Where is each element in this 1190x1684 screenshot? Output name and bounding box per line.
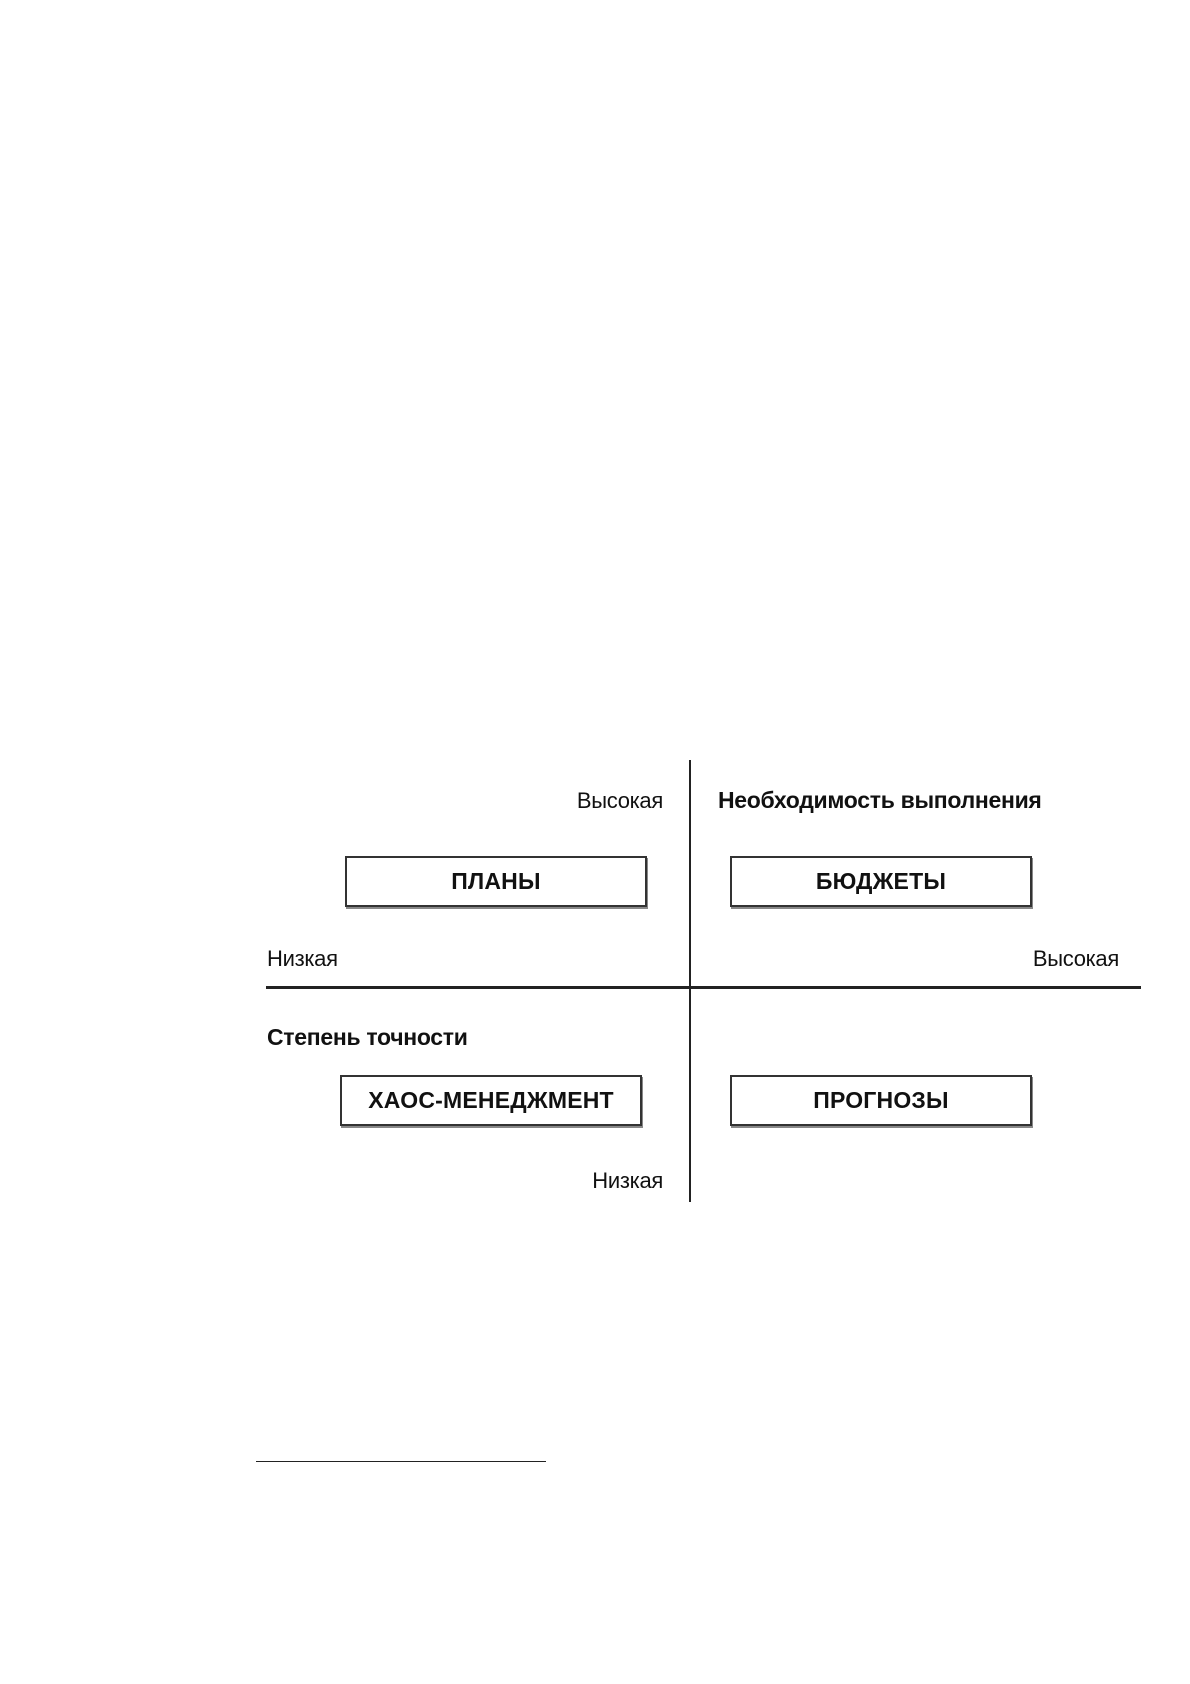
vertical-axis-line	[689, 760, 691, 1202]
vertical-axis-title: Необходимость выполнения	[718, 787, 1042, 813]
horizontal-axis-title: Степень точности	[267, 1024, 468, 1050]
horizontal-axis-high-label: Высокая	[1033, 946, 1119, 972]
quadrant-budgets-box: БЮДЖЕТЫ	[730, 856, 1032, 907]
footnote-separator	[256, 1461, 546, 1462]
horizontal-axis-line	[266, 986, 1141, 989]
vertical-axis-low-label: Низкая	[592, 1168, 663, 1194]
horizontal-axis-low-label: Низкая	[267, 946, 338, 972]
vertical-axis-high-label: Высокая	[577, 788, 663, 814]
quadrant-chaos-management-box: ХАОС-МЕНЕДЖМЕНТ	[340, 1075, 642, 1126]
quadrant-forecasts-box: ПРОГНОЗЫ	[730, 1075, 1032, 1126]
quadrant-plans-box: ПЛАНЫ	[345, 856, 647, 907]
